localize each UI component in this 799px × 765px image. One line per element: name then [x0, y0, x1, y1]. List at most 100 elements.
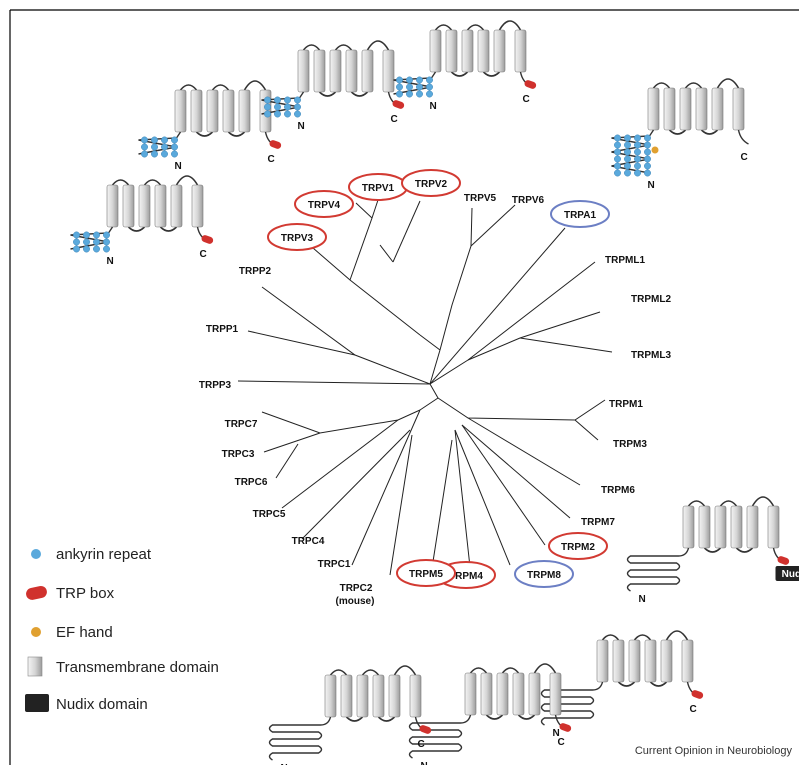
loop: [469, 663, 557, 720]
ankyrin-repeat-icon: [284, 103, 291, 111]
transmembrane-segment: [714, 505, 727, 549]
transmembrane-segment: [382, 49, 395, 93]
transmembrane-segment: [191, 184, 204, 228]
ankyrin-repeat-icon: [141, 143, 148, 151]
transmembrane-segment: [340, 674, 353, 718]
label-trpv2: TRPV2: [415, 179, 448, 190]
branch: [389, 434, 413, 576]
label-trpm4: TRPM4: [449, 571, 483, 582]
ankyrin-repeat-icon: [151, 136, 158, 144]
channel-trpv4-style: CN: [138, 80, 282, 172]
ankyrin-repeat-icon: [396, 76, 403, 84]
ef-hand-legend-icon: [31, 627, 41, 637]
transmembrane-segment: [297, 49, 310, 93]
label-trpc7: TRPC7: [225, 419, 258, 430]
channel-trpv3-style: CN: [70, 175, 214, 267]
c-terminal-label: C: [741, 152, 748, 163]
label-trpp2: TRPP2: [239, 266, 272, 277]
ankyrin-repeat-icon: [93, 245, 100, 253]
branch: [301, 429, 411, 540]
transmembrane-segment: [549, 672, 562, 716]
branch: [247, 330, 356, 356]
ankyrin-repeat-icon: [284, 96, 291, 104]
ankyrin-repeat-icon: [161, 136, 168, 144]
n-terminal-label: N: [430, 101, 437, 112]
branch: [454, 429, 471, 568]
branch: [379, 244, 394, 263]
ankyrin-repeat-icon: [396, 90, 403, 98]
legend-tm-label: Transmembrane domain: [56, 659, 219, 676]
loop: [179, 80, 267, 137]
ankyrin-repeat-icon: [644, 155, 651, 163]
branch: [237, 380, 431, 385]
transmembrane-segment: [356, 674, 369, 718]
ankyrin-repeat-icon: [294, 103, 301, 111]
ankyrin-repeat-icon: [614, 162, 621, 170]
branch: [429, 227, 566, 385]
ankyrin-repeat-icon: [294, 96, 301, 104]
label-trpv4: TRPV4: [308, 200, 341, 211]
c-terminal-label: C: [391, 114, 398, 125]
legend-trpbox-label: TRP box: [56, 585, 115, 602]
transmembrane-segment: [512, 672, 525, 716]
branch: [392, 200, 421, 263]
ankyrin-repeat-icon: [644, 141, 651, 149]
label-trpp1: TRPP1: [206, 324, 239, 335]
legend-ankyrin-label: ankyrin repeat: [56, 546, 152, 563]
transmembrane-segment: [496, 672, 509, 716]
transmembrane-segment: [170, 184, 183, 228]
label-trpm2: TRPM2: [561, 542, 595, 553]
label-trpml1: TRPML1: [605, 255, 645, 266]
ankyrin-repeat-icon: [406, 76, 413, 84]
ankyrin-repeat-icon: [426, 90, 433, 98]
ankyrin-repeat-icon: [103, 245, 110, 253]
ankyrin-repeat-icon: [644, 148, 651, 156]
ankyrin-repeat-icon: [103, 231, 110, 239]
label-trpm6: TRPM6: [601, 485, 635, 496]
n-tail: [408, 714, 472, 759]
trpm2-highlight-ring: [548, 532, 608, 560]
branch: [519, 337, 613, 353]
label-trpm1: TRPM1: [609, 399, 643, 410]
branch: [261, 286, 431, 385]
ankyrin-repeat-icon: [73, 238, 80, 246]
ankyrin-repeat-icon: [634, 148, 641, 156]
branch: [261, 409, 421, 434]
ankyrin-repeat-icon: [274, 110, 281, 118]
ankyrin-repeat-icon: [624, 169, 631, 177]
trp-box-icon: [777, 556, 790, 565]
channel-trpv2-style: CN: [393, 20, 537, 112]
ankyrin-repeat-icon: [264, 110, 271, 118]
trpm8-highlight-ring: [514, 560, 574, 588]
loop: [111, 175, 199, 232]
transmembrane-segment: [628, 639, 641, 683]
transmembrane-segment: [106, 184, 119, 228]
transmembrane-segment: [660, 639, 673, 683]
ankyrin-repeat-icon: [624, 148, 631, 156]
n-terminal-label: N: [648, 180, 655, 191]
ankyrin-repeat-icon: [264, 103, 271, 111]
label-trpc6: TRPC6: [235, 477, 268, 488]
branch: [349, 202, 373, 281]
transmembrane-segment: [644, 639, 657, 683]
ankyrin-repeat-icon: [73, 245, 80, 253]
transmembrane-segment: [464, 672, 477, 716]
channel-trpv1-style: CN: [261, 40, 405, 132]
ankyrin-repeat-icon: [406, 83, 413, 91]
ankyrin-repeat-icon: [614, 141, 621, 149]
channel-trpa1-style: CN: [611, 78, 749, 191]
ankyrin-legend-icon: [31, 549, 41, 559]
label-trpm7: TRPM7: [581, 517, 615, 528]
ankyrin-repeat-icon: [264, 96, 271, 104]
transmembrane-segment: [493, 29, 506, 73]
transmembrane-segment: [477, 29, 490, 73]
label-trpm5: TRPM5: [409, 569, 443, 580]
branch: [429, 261, 596, 385]
trp-box-icon: [392, 100, 405, 109]
channel-trpm-style-1: CN: [268, 665, 432, 765]
legend: ankyrin repeat TRP box EF hand Transmemb…: [25, 546, 219, 713]
ankyrin-repeat-icon: [151, 143, 158, 151]
branch: [470, 204, 516, 247]
channel-trpm-style-3: CN: [540, 630, 704, 739]
trpm5-highlight-ring: [396, 559, 456, 587]
